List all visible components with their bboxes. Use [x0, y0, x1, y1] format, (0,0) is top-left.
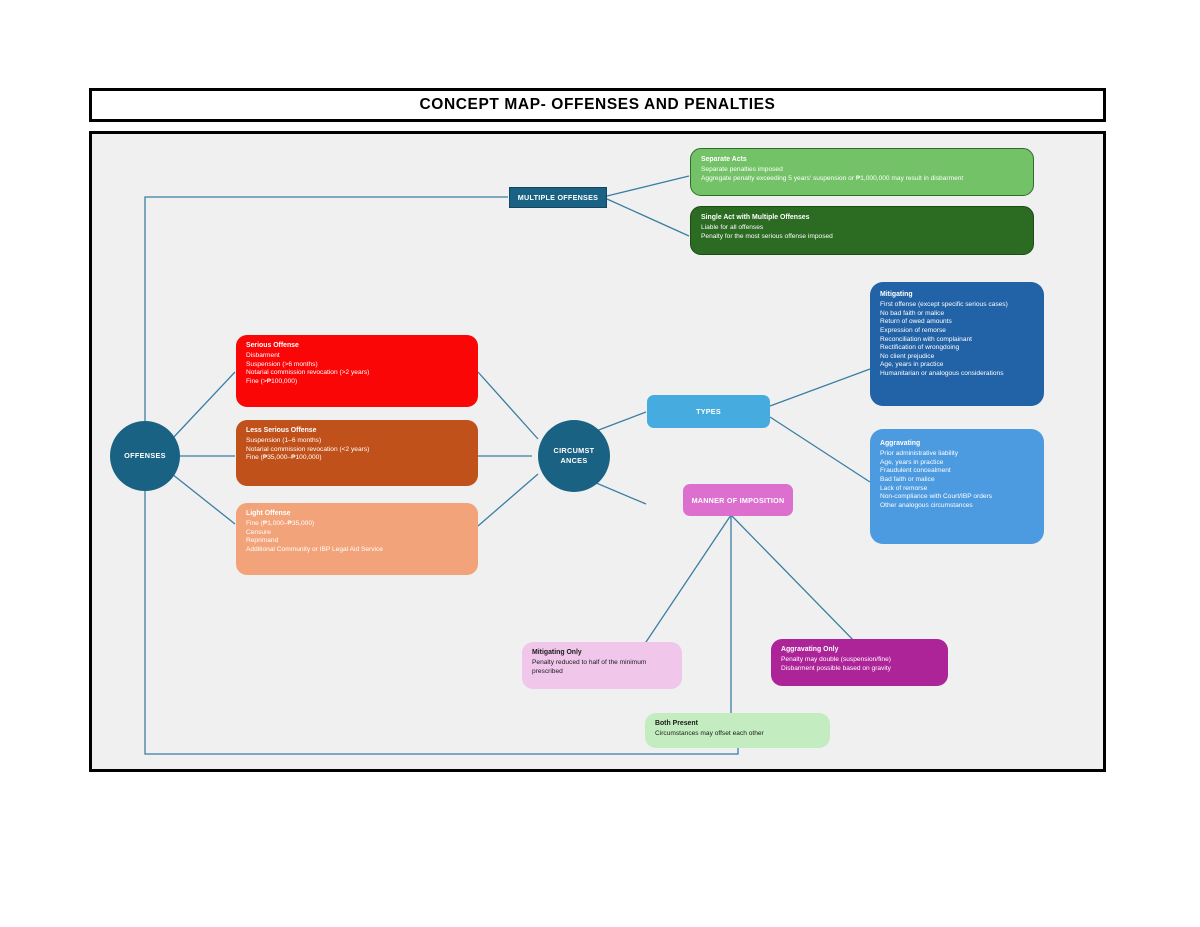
card-aggravating-only-line-1: Disbarment possible based on gravity [781, 664, 891, 672]
card-mitigating[interactable]: Mitigating First offense (except specifi… [870, 282, 1044, 406]
card-aggravating-title: Aggravating [880, 440, 921, 447]
card-serious-offense[interactable]: Serious Offense Disbarment Suspension (>… [236, 335, 478, 407]
card-less-serious-offense-title: Less Serious Offense [246, 427, 317, 434]
card-mitigating-only[interactable]: Mitigating Only Penalty reduced to half … [522, 642, 682, 689]
card-mitigating-line-7: Age, years in practice [880, 361, 944, 369]
card-single-act-line-1: Penalty for the most serious offense imp… [701, 232, 833, 240]
card-light-offense-line-0: Fine (₱1,000–₱35,000) [246, 520, 315, 528]
card-separate-acts[interactable]: Separate Acts Separate penalties imposed… [690, 148, 1034, 196]
node-manner-of-imposition[interactable]: MANNER OF IMPOSITION [683, 484, 793, 516]
node-multiple-offenses[interactable]: MULTIPLE OFFENSES [509, 187, 607, 208]
node-multiple-offenses-label: MULTIPLE OFFENSES [517, 193, 599, 202]
card-aggravating-line-2: Fraudulent concealment [880, 467, 951, 475]
card-serious-offense-line-3: Fine (>₱100,000) [246, 378, 298, 386]
card-mitigating-line-8: Humanitarian or analogous considerations [880, 369, 1004, 377]
card-light-offense-line-2: Reprimand [246, 537, 279, 545]
card-less-serious-offense-line-1: Notarial commission revocation (<2 years… [246, 445, 370, 453]
card-mitigating-title: Mitigating [880, 291, 913, 298]
card-less-serious-offense[interactable]: Less Serious Offense Suspension (1–6 mon… [236, 420, 478, 486]
card-single-act[interactable]: Single Act with Multiple Offenses Liable… [690, 206, 1034, 255]
card-aggravating-line-5: Non-compliance with Court/IBP orders [880, 493, 993, 501]
card-single-act-line-0: Liable for all offenses [701, 224, 764, 232]
card-mitigating-line-1: No bad faith or malice [880, 309, 945, 317]
card-both-present[interactable]: Both Present Circumstances may offset ea… [645, 713, 830, 748]
card-mitigating-only-line-0: Penalty reduced to half of the minimum [532, 659, 647, 667]
card-aggravating-line-3: Bad faith or malice [880, 476, 935, 484]
card-separate-acts-title: Separate Acts [701, 156, 747, 163]
card-separate-acts-line-1: Aggregate penalty exceeding 5 years' sus… [701, 174, 964, 182]
diagram-canvas: OFFENSES CIRCUMST ANCES MULTIPLE OFFENSE… [89, 131, 1106, 772]
card-serious-offense-line-0: Disbarment [246, 352, 280, 360]
card-mitigating-only-title: Mitigating Only [532, 649, 582, 656]
node-circumstances-label-line1: CIRCUMST [553, 446, 595, 456]
card-aggravating[interactable]: Aggravating Prior administrative liabili… [870, 429, 1044, 544]
node-offenses-label: OFFENSES [124, 451, 166, 461]
card-mitigating-line-3: Expression of remorse [880, 327, 946, 335]
card-mitigating-line-6: No client prejudice [880, 352, 935, 360]
card-single-act-title: Single Act with Multiple Offenses [701, 214, 810, 221]
card-less-serious-offense-line-0: Suspension (1–6 months) [246, 437, 322, 445]
card-mitigating-line-0: First offense (except specific serious c… [880, 301, 1008, 309]
card-serious-offense-line-2: Notarial commission revocation (>2 years… [246, 369, 370, 377]
card-separate-acts-line-0: Separate penalties imposed [701, 166, 783, 174]
card-light-offense[interactable]: Light Offense Fine (₱1,000–₱35,000) Cens… [236, 503, 478, 575]
card-aggravating-line-4: Lack of remorse [880, 484, 928, 492]
card-aggravating-only-line-0: Penalty may double (suspension/fine) [781, 656, 891, 664]
card-aggravating-line-0: Prior administrative liability [880, 450, 959, 458]
card-serious-offense-line-1: Suspension (>6 months) [246, 360, 318, 368]
node-circumstances[interactable]: CIRCUMST ANCES [538, 420, 610, 492]
card-mitigating-only-line-1: prescribed [532, 667, 563, 675]
card-aggravating-only-title: Aggravating Only [781, 646, 839, 653]
node-manner-of-imposition-label: MANNER OF IMPOSITION [691, 495, 785, 505]
card-light-offense-line-3: Additional Community or IBP Legal Aid Se… [246, 546, 383, 554]
card-both-present-line-0: Circumstances may offset each other [655, 730, 764, 738]
card-mitigating-line-2: Return of owed amounts [880, 318, 952, 326]
card-light-offense-title: Light Offense [246, 510, 291, 517]
card-aggravating-line-1: Age, years in practice [880, 458, 944, 466]
card-serious-offense-title: Serious Offense [246, 342, 299, 349]
node-types[interactable]: TYPES [647, 395, 770, 428]
card-aggravating-only[interactable]: Aggravating Only Penalty may double (sus… [771, 639, 948, 686]
node-circumstances-label-line2: ANCES [560, 456, 588, 465]
card-aggravating-line-6: Other analogous circumstances [880, 501, 973, 509]
card-light-offense-line-1: Censure [246, 528, 271, 536]
card-mitigating-line-5: Rectification of wrongdoing [880, 344, 960, 352]
node-types-label: TYPES [696, 407, 721, 416]
node-offenses[interactable]: OFFENSES [110, 421, 180, 491]
card-mitigating-line-4: Reconciliation with complainant [880, 335, 972, 343]
card-less-serious-offense-line-2: Fine (₱35,000–₱100,000) [246, 454, 322, 462]
title-bar: CONCEPT MAP- OFFENSES AND PENALTIES [89, 88, 1106, 122]
card-both-present-title: Both Present [655, 720, 698, 727]
page-title: CONCEPT MAP- OFFENSES AND PENALTIES [419, 96, 776, 113]
